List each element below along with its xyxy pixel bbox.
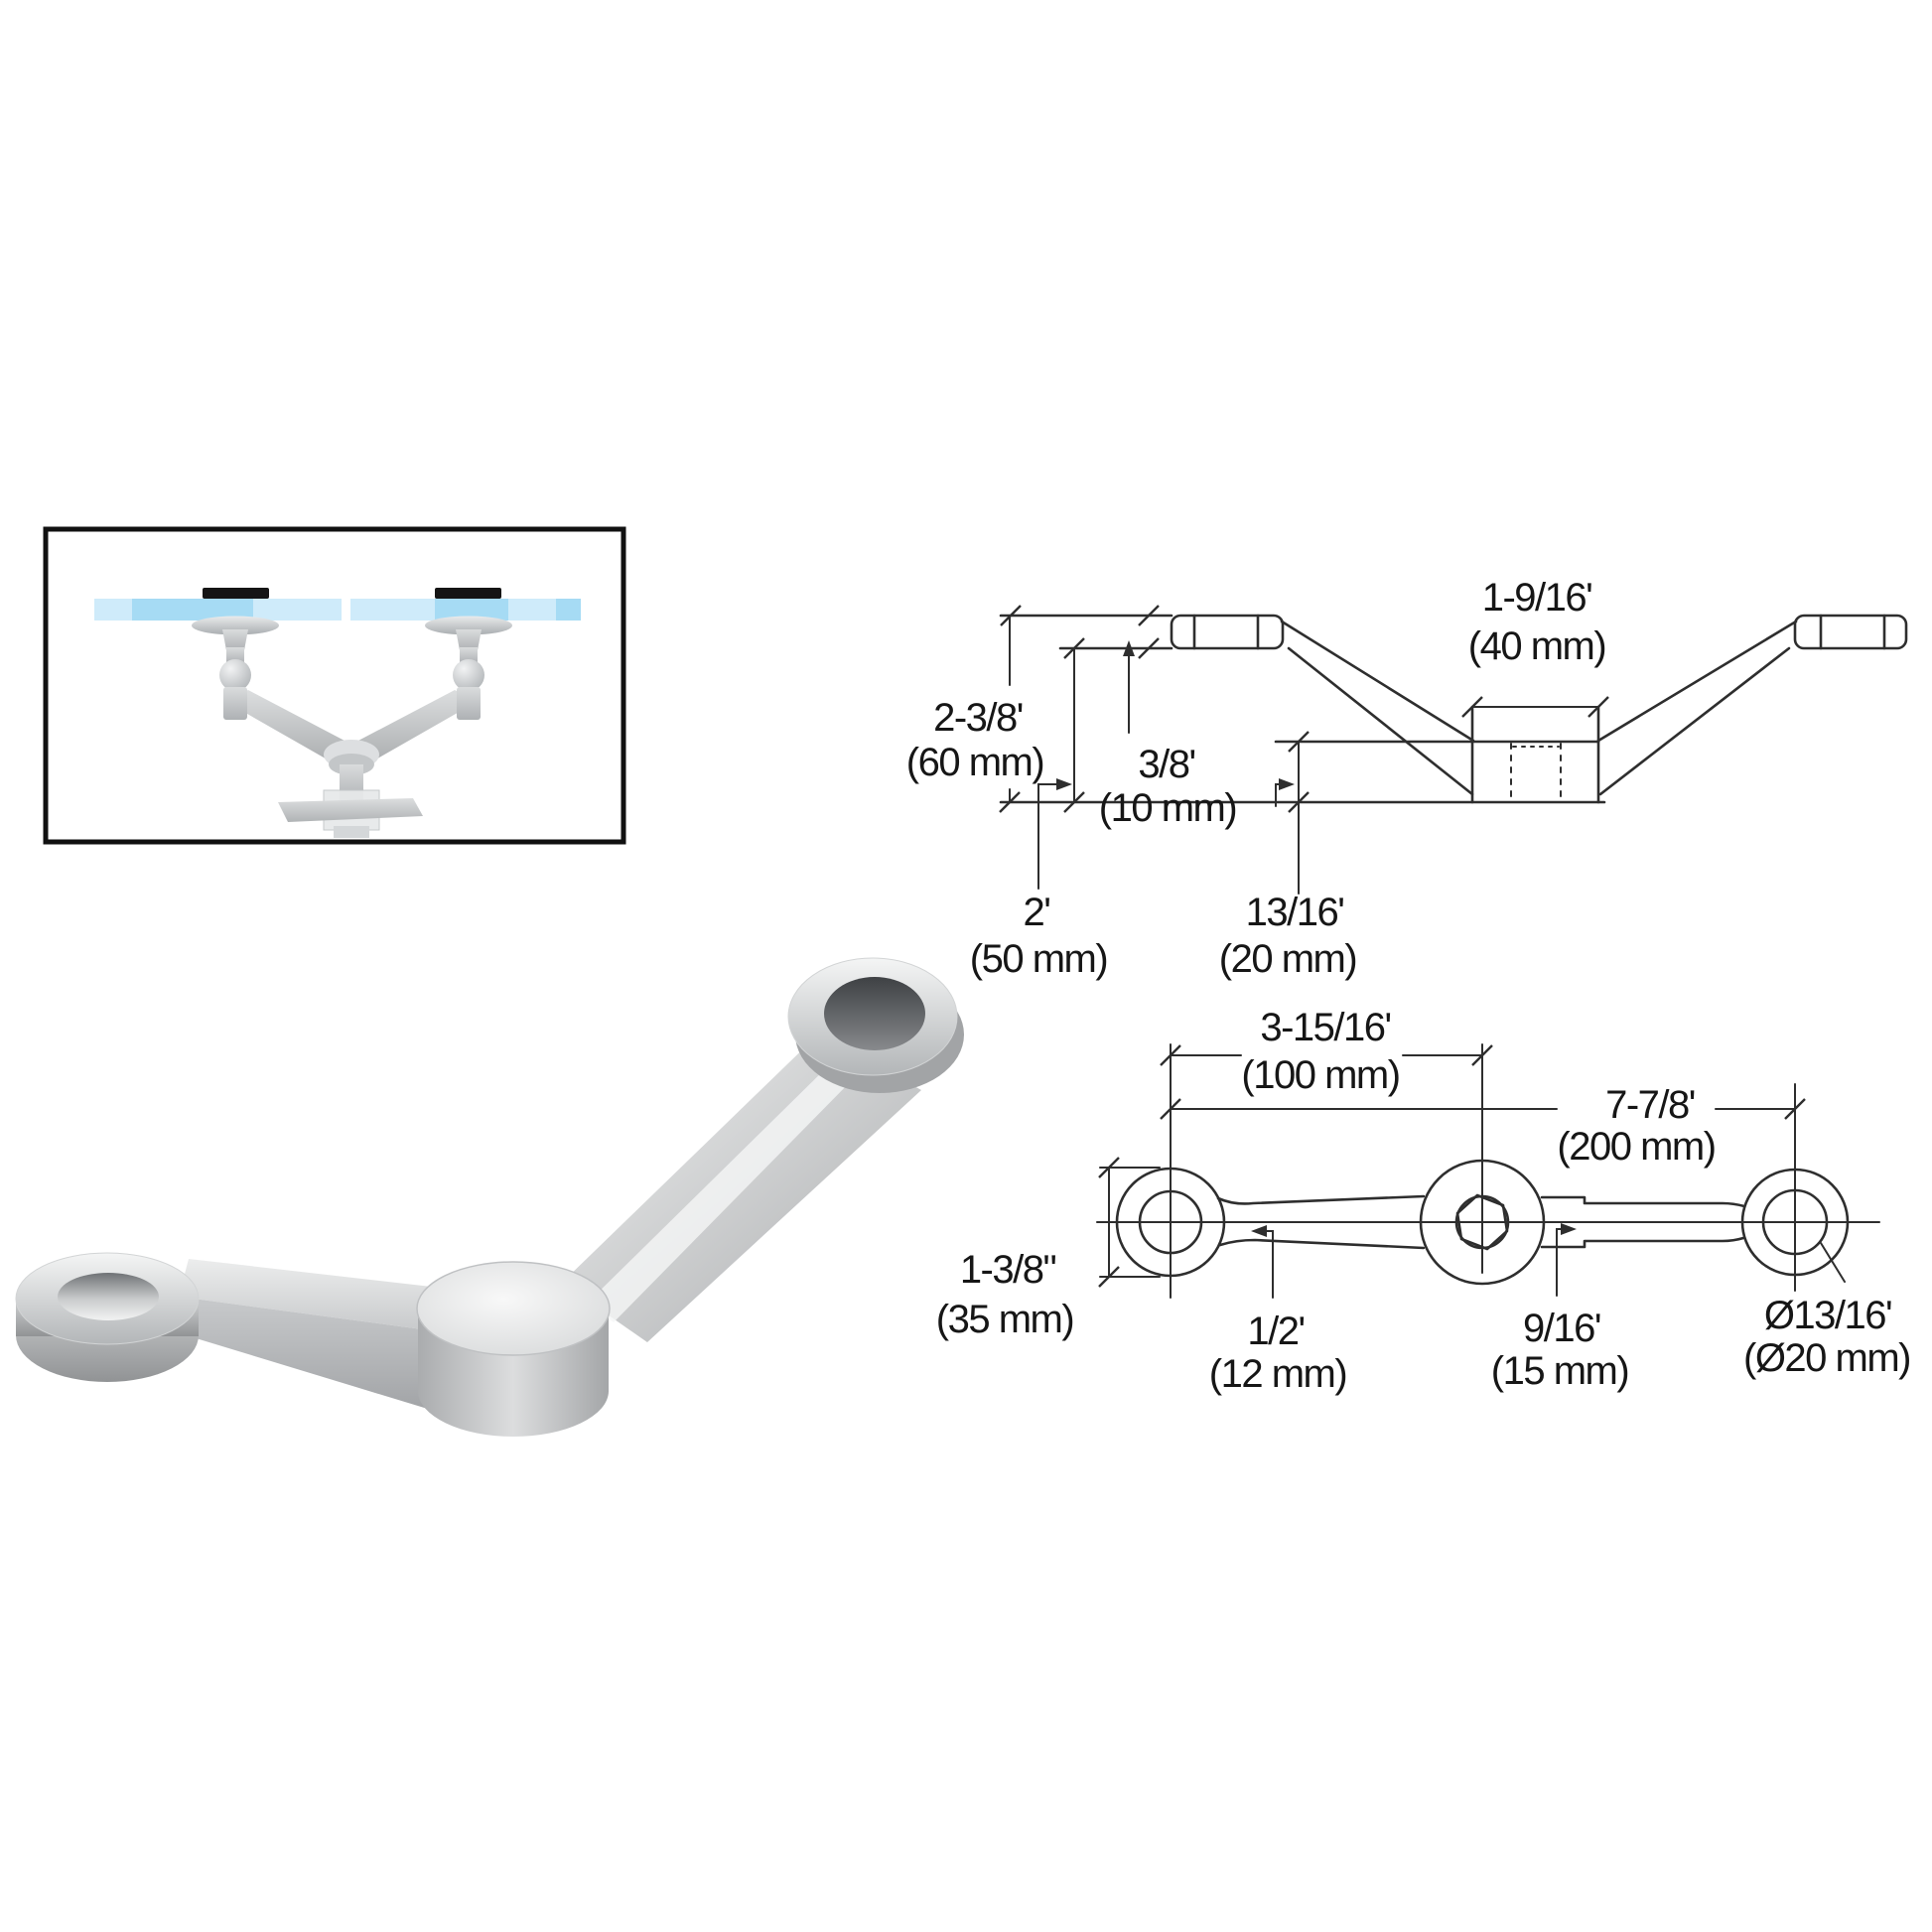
glass-mount-illustration bbox=[43, 526, 626, 845]
dim-plan-eyelet-diameter-in: 1-3/8" bbox=[960, 1248, 1056, 1292]
glass-joint-gap bbox=[342, 597, 350, 622]
photo-upper-arm-highlight bbox=[588, 1062, 856, 1322]
dim-plan-overall-length-in: 7-7/8' bbox=[1605, 1083, 1695, 1127]
dim-plan-overall-length-mm: (200 mm) bbox=[1557, 1125, 1715, 1169]
glass-pad-left bbox=[203, 588, 269, 599]
side-elevation-drawing: 2-3/8' (60 mm) 3/8' (10 mm) 1-9/16' (40 … bbox=[906, 576, 1908, 981]
plan-view-ticks bbox=[1098, 1044, 1806, 1288]
plan-view-drawing: 3-15/16' (100 mm) 7-7/8' (200 mm) 1-3/8"… bbox=[936, 1006, 1912, 1396]
dim-side-plate-thickness-in: 3/8' bbox=[1138, 743, 1194, 786]
photo-eyelet-upper bbox=[787, 957, 964, 1093]
dim-side-overall-height-in: 2-3/8' bbox=[933, 696, 1023, 740]
dim-side-overall-height-mm: (60 mm) bbox=[906, 741, 1043, 784]
dim-plan-eyelet-diameter-mm: (35 mm) bbox=[936, 1298, 1073, 1341]
dim-side-boss-width-in: 1-9/16' bbox=[1482, 576, 1592, 620]
side-elevation-arrowheads bbox=[1056, 640, 1295, 790]
side-elevation-hidden-lines bbox=[1510, 743, 1562, 801]
dim-side-plate-thickness-mm: (10 mm) bbox=[1099, 786, 1236, 830]
dim-side-body-height-mm: (50 mm) bbox=[970, 937, 1107, 981]
spider-arm-photo bbox=[15, 957, 964, 1437]
plan-view-arrowheads bbox=[1251, 1223, 1577, 1237]
dim-plan-arm-width-mm: (12 mm) bbox=[1209, 1352, 1346, 1396]
photo-eyelet-upper-hole bbox=[824, 977, 925, 1050]
illustration-center-post bbox=[278, 740, 423, 838]
dim-plan-arm-width-wide-in: 9/16' bbox=[1523, 1307, 1600, 1350]
glass-highlights bbox=[94, 599, 556, 621]
photo-center-boss bbox=[416, 1261, 611, 1437]
side-elevation-ticks bbox=[999, 605, 1609, 813]
plan-view-outline bbox=[1115, 1159, 1850, 1286]
dim-plan-arm-width-wide-mm: (15 mm) bbox=[1491, 1349, 1628, 1393]
dim-plan-hole-spacing-mm: (100 mm) bbox=[1241, 1053, 1399, 1097]
photo-eyelet-lower bbox=[15, 1252, 200, 1382]
glass-fitting-left bbox=[192, 616, 279, 720]
glass-fitting-right bbox=[425, 616, 512, 720]
dim-side-boss-width-mm: (40 mm) bbox=[1468, 624, 1605, 668]
side-elevation-dimension-lines bbox=[1009, 615, 1599, 895]
photo-eyelet-lower-hole bbox=[58, 1273, 159, 1320]
dim-side-boss-height-mm: (20 mm) bbox=[1219, 937, 1356, 981]
plan-view-dimension-lines bbox=[1099, 1054, 1846, 1299]
dim-side-boss-height-in: 13/16' bbox=[1246, 891, 1344, 934]
side-elevation-outline bbox=[999, 614, 1908, 804]
dim-plan-hole-diameter-mm: (Ø20 mm) bbox=[1743, 1336, 1910, 1380]
plan-view-centerlines bbox=[1096, 1043, 1880, 1299]
dim-plan-arm-width-in: 1/2' bbox=[1247, 1310, 1304, 1353]
glass-pad-right bbox=[435, 588, 501, 599]
dim-plan-hole-diameter-in: Ø13/16' bbox=[1764, 1294, 1891, 1337]
dim-side-body-height-in: 2' bbox=[1024, 891, 1050, 934]
dim-plan-hole-spacing-in: 3-15/16' bbox=[1260, 1006, 1390, 1049]
